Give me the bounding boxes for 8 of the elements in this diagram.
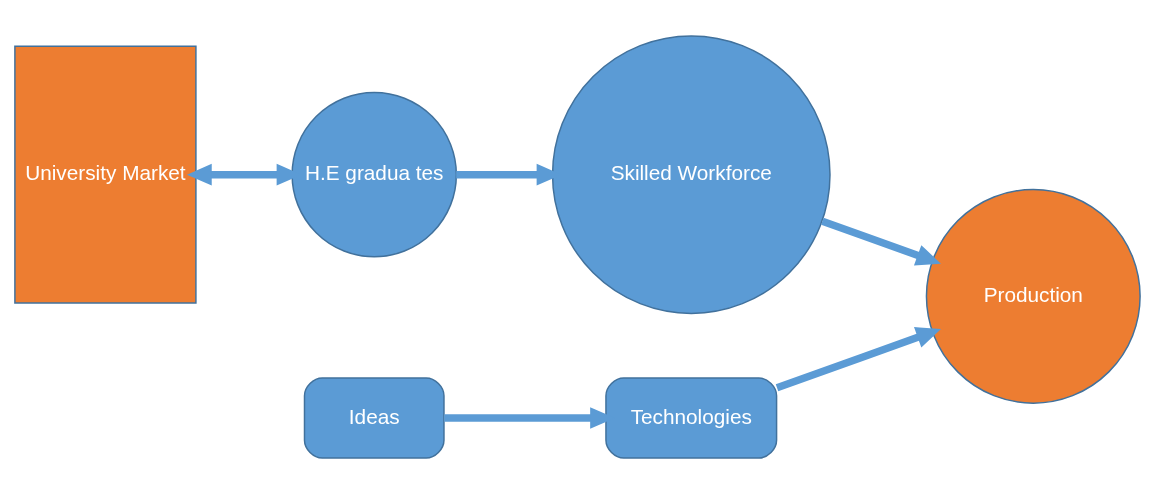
node-circle: Skilled Workforce [551,34,831,314]
node-box: University Market [14,45,197,304]
arrow [821,217,941,266]
node-box: Ideas [303,376,445,459]
node-box: Technologies [605,376,778,459]
node-circle: H.E gradua tes [291,91,458,258]
node-circle: Production [925,188,1141,404]
arrow [775,326,942,391]
